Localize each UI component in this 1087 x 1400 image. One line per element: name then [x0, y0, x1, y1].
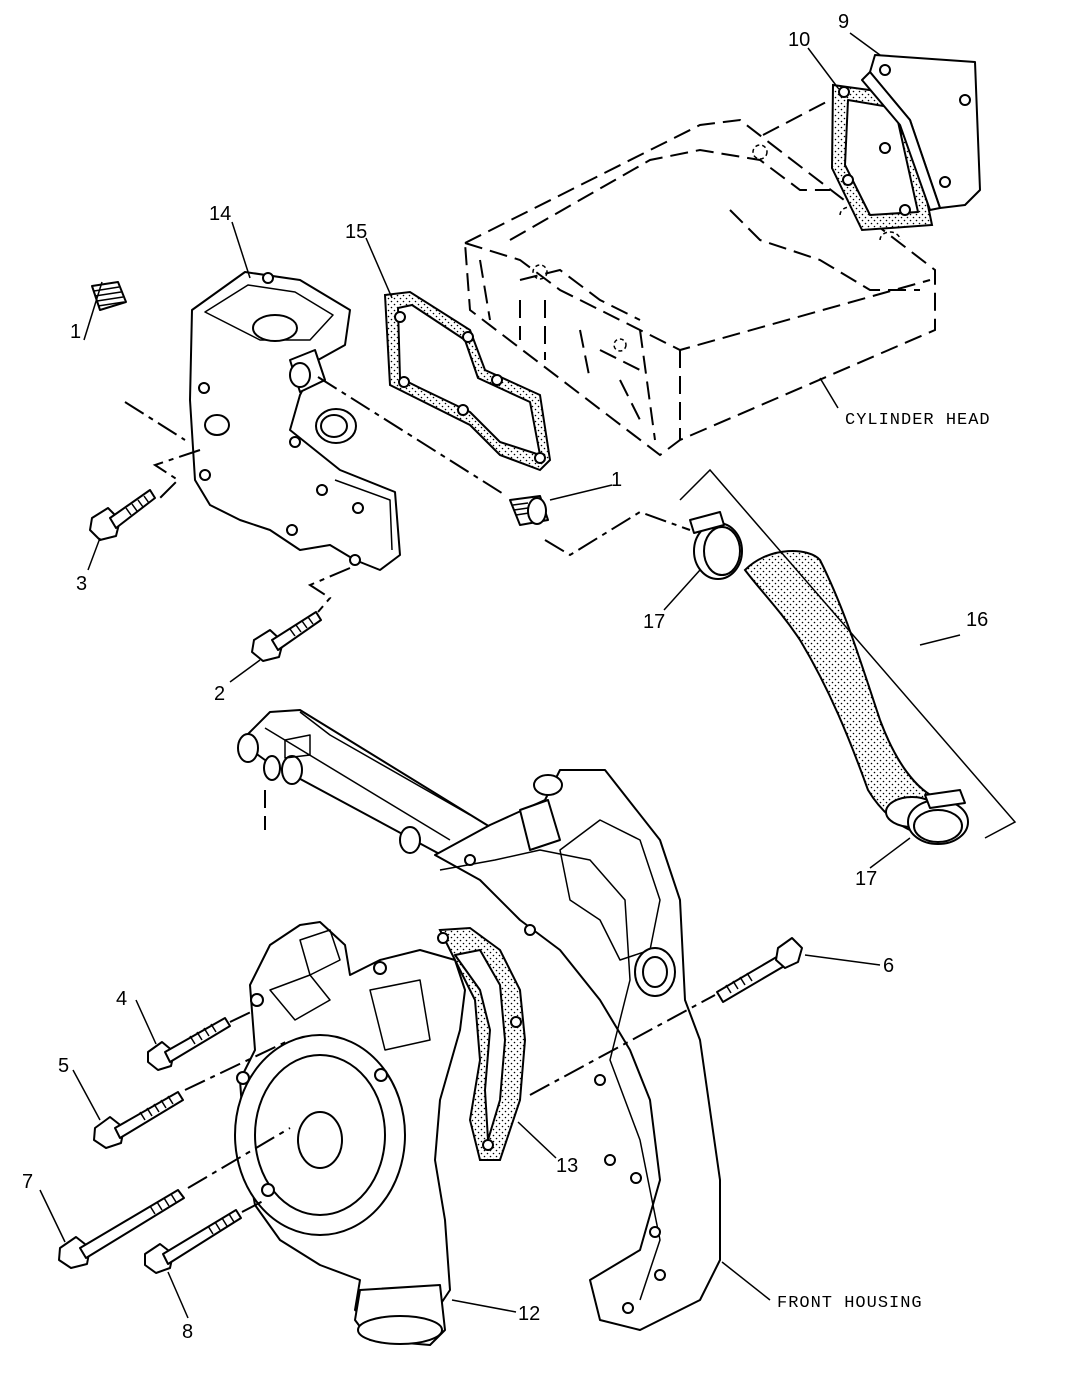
clamp-17-lower — [907, 789, 969, 845]
callout-1-lower: 1 — [611, 469, 622, 491]
callout-1-upper: 1 — [70, 321, 81, 343]
bolt-7-alignment — [187, 1127, 291, 1189]
bolt-5-alignment — [184, 1039, 291, 1091]
leader-lines — [39, 32, 961, 1319]
callout-15: 15 — [345, 221, 367, 243]
callout-17-upper: 17 — [643, 611, 665, 633]
tube-assembly — [237, 709, 496, 866]
callout-4: 4 — [116, 988, 127, 1010]
clamp-17-upper — [689, 511, 743, 580]
bolt-8 — [144, 1209, 242, 1274]
callout-12: 12 — [518, 1303, 540, 1325]
callout-13: 13 — [556, 1155, 578, 1177]
plug-1-lower — [509, 495, 549, 526]
plug-1-upper-alignment — [124, 401, 186, 441]
gasket-13 — [437, 926, 527, 1161]
callout-8: 8 — [182, 1321, 193, 1343]
callout-6: 6 — [883, 955, 894, 977]
cover-alignment-line — [762, 99, 831, 136]
label-front-housing: FRONT HOUSING — [777, 1294, 923, 1313]
bolt-3 — [89, 489, 156, 541]
callout-10: 10 — [788, 29, 810, 51]
hose-16-bracket — [679, 468, 1017, 839]
callout-7: 7 — [22, 1171, 33, 1193]
bolt-2-alignment — [307, 567, 351, 613]
bolt-8-alignment — [241, 1199, 266, 1213]
water-pump-12 — [234, 921, 466, 1346]
front-housing — [434, 769, 721, 1331]
bolt-2 — [251, 611, 322, 662]
cover-9 — [861, 54, 981, 211]
bolt-6 — [716, 937, 803, 1003]
plug-1-lower-alignment — [317, 376, 506, 496]
callout-9: 9 — [838, 11, 849, 33]
callout-3: 3 — [76, 573, 87, 595]
callout-2: 2 — [214, 683, 225, 705]
bolt-7 — [58, 1189, 185, 1269]
bolt-6-alignment — [529, 994, 716, 1096]
hose-16 — [743, 550, 942, 837]
gasket-15 — [383, 290, 552, 472]
hose-alignment-line — [544, 510, 691, 557]
cylinder-head — [463, 118, 936, 457]
bolt-4 — [147, 1017, 231, 1071]
label-cylinder-head: CYLINDER HEAD — [845, 411, 991, 430]
thermostat-housing-14 — [189, 271, 401, 571]
bolt-4-alignment — [229, 1009, 256, 1023]
callout-5: 5 — [58, 1055, 69, 1077]
callout-14: 14 — [209, 203, 231, 225]
bolt-3-alignment — [152, 449, 201, 499]
callout-17-lower: 17 — [855, 868, 877, 890]
callout-16: 16 — [966, 609, 988, 631]
bolt-5 — [93, 1091, 184, 1149]
